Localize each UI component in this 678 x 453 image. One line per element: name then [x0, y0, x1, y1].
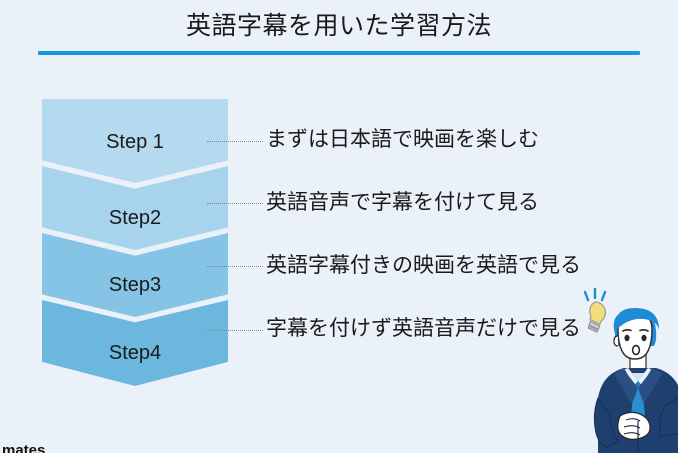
lightbulb-icon: [583, 288, 607, 333]
funnel-step-1[interactable]: Step 1: [42, 99, 228, 183]
funnel-step-1-description: まずは日本語で映画を楽しむ: [266, 128, 539, 151]
funnel-step-1-label: Step 1: [106, 131, 164, 153]
funnel-diagram: Step 1 Step2 Step3 Step4: [42, 99, 228, 386]
funnel-step-4[interactable]: Step4: [42, 300, 228, 386]
businessman-illustration: [568, 288, 678, 453]
title-underline: [38, 51, 640, 55]
funnel-step-2-label: Step2: [108, 207, 162, 229]
watermark-logo: mates: [2, 442, 46, 453]
leader-line-step-2: [207, 203, 263, 204]
leader-line-step-3: [207, 266, 263, 267]
funnel-step-3-label: Step3: [108, 274, 162, 296]
leader-line-step-4: [207, 330, 263, 331]
funnel-step-4-description: 字幕を付けず英語音声だけで見る: [266, 317, 581, 340]
funnel-step-3[interactable]: Step3: [42, 233, 228, 317]
page-title: 英語字幕を用いた学習方法: [185, 12, 492, 40]
leader-line-step-1: [207, 141, 263, 142]
funnel-step-2-description: 英語音声で字幕を付けて見る: [266, 191, 539, 214]
funnel-step-3-description: 英語字幕付きの映画を英語で見る: [266, 254, 581, 277]
funnel-step-2[interactable]: Step2: [42, 166, 228, 250]
funnel-step-4-label: Step4: [108, 342, 162, 364]
